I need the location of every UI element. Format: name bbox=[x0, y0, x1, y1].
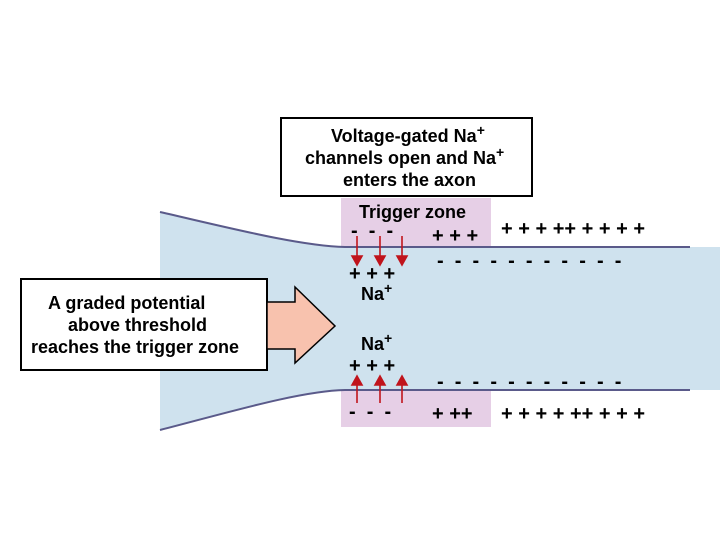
na-ion-sup-lower: + bbox=[384, 330, 392, 346]
svg-text:channels open and Na+: channels open and Na+ bbox=[305, 144, 504, 168]
right-inner-top-charges: - - - - - - - - - - - bbox=[437, 250, 621, 272]
zone-edge-bottom-charges: + ++ bbox=[432, 403, 473, 425]
left-callout-line-2: above threshold bbox=[68, 315, 207, 335]
callout-line-3: enters the axon bbox=[343, 170, 476, 190]
callout-line-1-sup: + bbox=[477, 122, 485, 138]
axon-membrane-top bbox=[159, 211, 690, 248]
callout-line-2-sup: + bbox=[496, 144, 504, 160]
zone-outer-top-charges: - - - bbox=[351, 220, 393, 242]
na-influx-arrows-top bbox=[350, 236, 409, 267]
axon-membrane-bottom bbox=[159, 389, 690, 431]
na-ion-label-lower: Na bbox=[361, 334, 385, 354]
zone-inner-top-charges: + + + bbox=[349, 263, 395, 285]
na-ion-label-upper: Na bbox=[361, 284, 385, 304]
left-callout-line-3: reaches the trigger zone bbox=[31, 337, 239, 357]
svg-text:Na+: Na+ bbox=[361, 280, 392, 304]
svg-text:Na+: Na+ bbox=[361, 330, 392, 354]
callout-line-2: channels open and Na bbox=[305, 148, 497, 168]
zone-inner-bottom-charges: + + + bbox=[349, 355, 395, 377]
left-callout-line-1: A graded potential bbox=[48, 293, 205, 313]
na-influx-arrows-bottom bbox=[350, 374, 409, 403]
svg-text:Voltage-gated Na+: Voltage-gated Na+ bbox=[331, 122, 485, 146]
na-ion-sup-upper: + bbox=[384, 280, 392, 296]
graded-potential-arrow bbox=[266, 285, 337, 365]
callout-line-1: Voltage-gated Na bbox=[331, 126, 478, 146]
zone-edge-top-charges: + + + bbox=[432, 225, 478, 247]
channels-open-callout bbox=[280, 117, 533, 197]
axon-interior-in-zone bbox=[341, 247, 491, 390]
right-outer-top-charges: + + + ++ + + + + bbox=[501, 218, 645, 240]
zone-outer-bottom-charges: - - - bbox=[349, 401, 391, 423]
trigger-zone-label: Trigger zone bbox=[359, 202, 466, 222]
right-outer-bottom-charges: + + + + ++ + + + bbox=[501, 403, 645, 425]
right-inner-bottom-charges: - - - - - - - - - - - bbox=[437, 371, 621, 393]
